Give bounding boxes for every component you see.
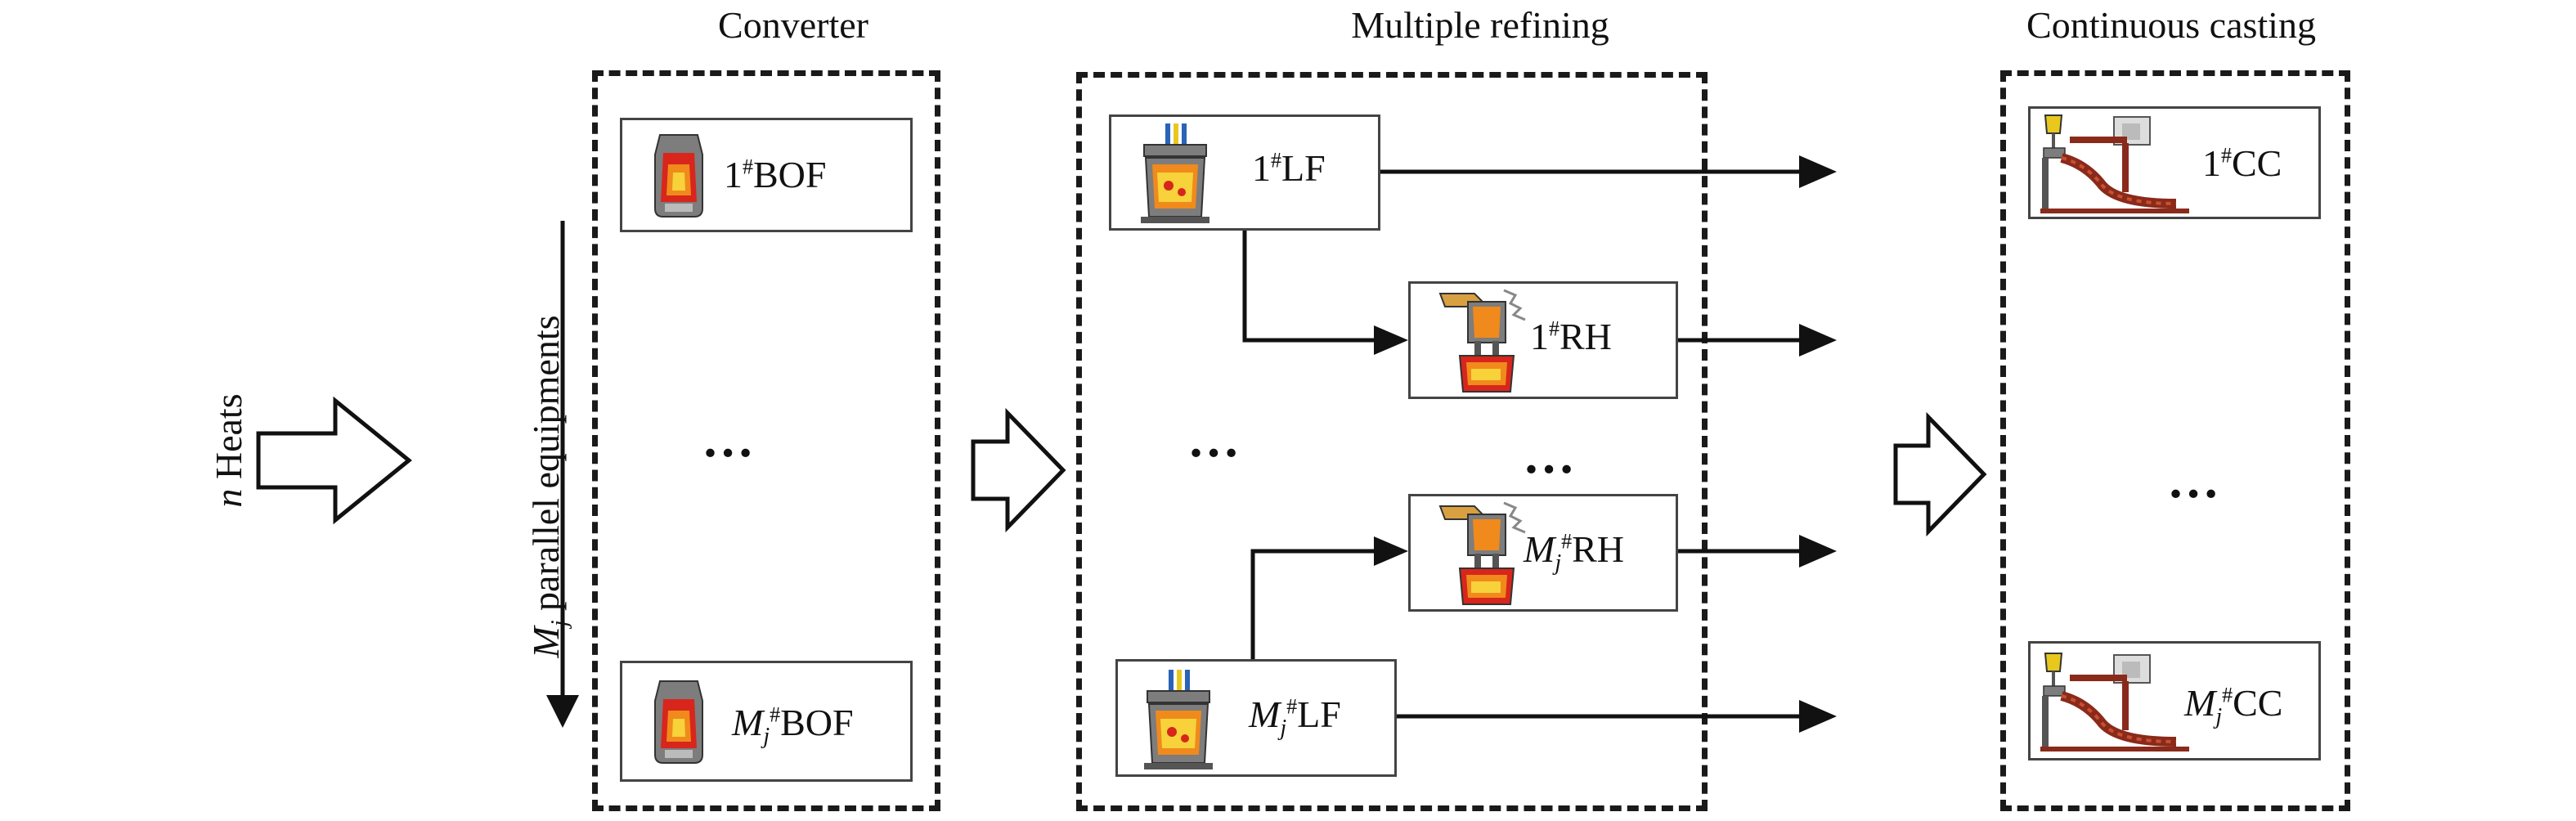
ccj-label: Mj#CC xyxy=(2184,682,2283,730)
input-block-arrow xyxy=(256,396,412,525)
ladle-furnace-icon xyxy=(1144,670,1213,769)
stage-title-casting: Continuous casting xyxy=(2026,4,2316,46)
bof1-label: 1#BOF xyxy=(724,154,827,195)
rh-degasser-icon xyxy=(1438,289,1526,393)
rhj-unit: Mj#RH xyxy=(1408,494,1678,612)
cc1-unit: 1#CC xyxy=(2028,106,2321,219)
refining-to-casting-block-arrow xyxy=(1893,411,1987,537)
continuous-caster-icon xyxy=(2040,114,2189,213)
rh1-label: 1#RH xyxy=(1530,316,1612,357)
continuous-caster-icon xyxy=(2040,653,2189,751)
lf1-to-rh1-arrow xyxy=(1242,231,1374,343)
converter-vessel-icon xyxy=(654,680,703,764)
converter-to-refining-block-arrow xyxy=(971,407,1066,533)
bof1-unit: 1#BOF xyxy=(620,118,913,232)
refining-ellipsis-right: … xyxy=(1523,426,1578,484)
refining-ellipsis-left: … xyxy=(1187,410,1243,468)
ccj-unit: Mj#CC xyxy=(2028,641,2321,760)
lfj-label: Mj#LF xyxy=(1249,693,1341,742)
casting-group xyxy=(2000,70,2350,811)
rh1-unit: 1#RH xyxy=(1408,281,1678,399)
converter-ellipsis: … xyxy=(702,410,757,468)
lf1-label: 1#LF xyxy=(1252,147,1326,189)
lfj-unit: Mj#LF xyxy=(1115,659,1397,777)
converter-group xyxy=(592,70,940,811)
bofj-unit: Mj#BOF xyxy=(620,661,913,782)
lfj-to-rhj-arrow xyxy=(1250,549,1374,659)
converter-vessel-icon xyxy=(654,134,703,218)
rhj-label: Mj#RH xyxy=(1524,528,1625,576)
bofj-label: Mj#BOF xyxy=(732,702,854,750)
lf1-unit: 1#LF xyxy=(1109,114,1380,231)
refining-group xyxy=(1076,72,1708,811)
rh-degasser-icon xyxy=(1438,501,1526,605)
stage-title-converter: Converter xyxy=(718,4,868,46)
stage-title-refining: Multiple refining xyxy=(1351,4,1609,46)
casting-ellipsis: … xyxy=(2167,451,2223,509)
ladle-furnace-icon xyxy=(1141,123,1209,223)
cc1-label: 1#CC xyxy=(2202,142,2282,184)
